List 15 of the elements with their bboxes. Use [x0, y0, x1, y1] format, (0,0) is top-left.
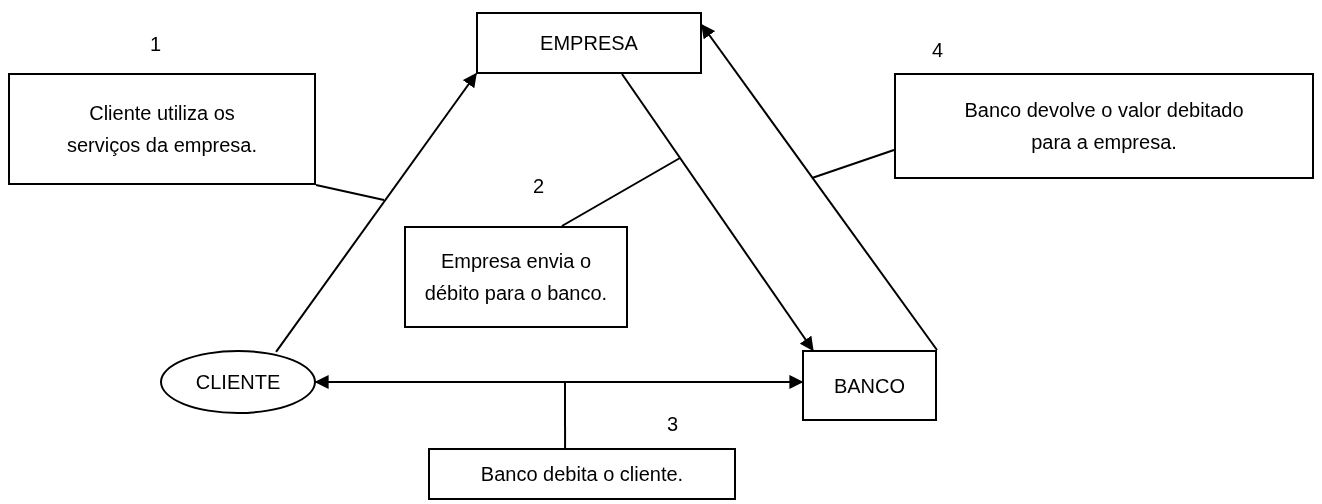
- callout-box: Cliente utiliza os serviços da empresa.: [8, 73, 316, 185]
- arrow: [701, 23, 938, 351]
- arrow: [314, 374, 804, 389]
- callout-box: Banco debita o cliente.: [428, 448, 736, 500]
- leader-line: [811, 148, 895, 179]
- arrow: [275, 72, 477, 353]
- entity-box: EMPRESA: [476, 12, 702, 74]
- leader-line: [560, 157, 681, 227]
- callout-box: Banco devolve o valor debitado para a empresa.: [894, 73, 1314, 179]
- leader-line: [564, 381, 567, 449]
- entity-box: BANCO: [802, 350, 937, 421]
- entity-ellipse: CLIENTE: [160, 350, 316, 414]
- leader-line: [315, 184, 385, 201]
- callout-box: Empresa envia o débito para o banco.: [404, 226, 628, 328]
- arrow: [621, 73, 814, 352]
